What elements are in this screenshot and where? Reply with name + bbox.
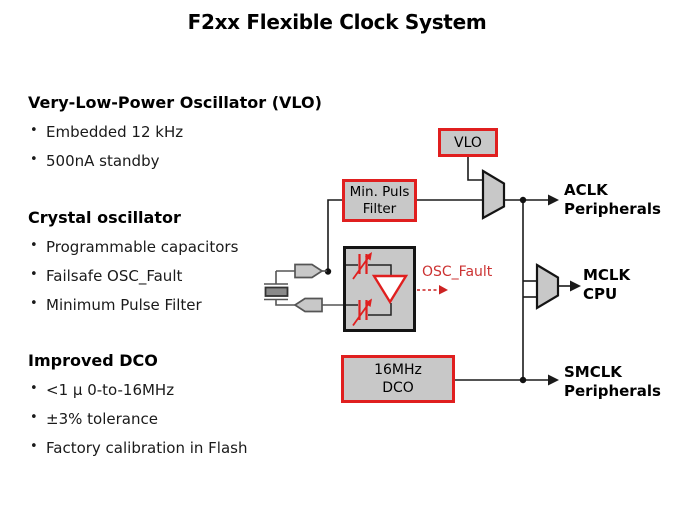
junction-dot-aclk <box>519 196 527 204</box>
section-crystal-heading: Crystal oscillator <box>28 208 181 227</box>
smclk-label-line1: SMCLK <box>564 363 622 381</box>
vlo-box-label: VLO <box>454 134 482 151</box>
bullet-item: <1 µ 0-to-16MHz <box>28 381 247 410</box>
dco-box: 16MHz DCO <box>341 355 455 403</box>
section-dco-heading: Improved DCO <box>28 351 158 370</box>
aclk-label-line1: ACLK <box>564 181 608 199</box>
smclk-label-line2: Peripherals <box>564 382 661 400</box>
section-dco: Improved DCO <1 µ 0-to-16MHz ±3% toleran… <box>28 351 247 468</box>
mclk-label-line2: CPU <box>583 285 618 303</box>
min-pulse-filter-line2: Filter <box>362 200 397 217</box>
buffer-gate-out <box>293 297 323 313</box>
buffer-gate-in <box>294 263 324 279</box>
crystal-body <box>264 286 289 297</box>
mclk-mux <box>535 263 560 310</box>
mclk-label-line1: MCLK <box>583 266 631 284</box>
smclk-arrowhead <box>548 374 559 386</box>
osc-fault-label: OSC_Fault <box>422 264 493 280</box>
crystal-oscillator-box <box>343 246 416 332</box>
dco-box-line2: DCO <box>382 380 414 396</box>
bullet-item: Minimum Pulse Filter <box>28 296 238 325</box>
wire-crystal-left-bottom <box>275 299 295 306</box>
osc-fault-arrowhead <box>439 285 448 295</box>
section-vlo: Very-Low-Power Oscillator (VLO) Embedded… <box>28 93 322 181</box>
section-dco-bullets: <1 µ 0-to-16MHz ±3% tolerance Factory ca… <box>28 381 247 468</box>
min-pulse-filter-line1: Min. Puls <box>349 183 410 200</box>
bullet-item: Factory calibration in Flash <box>28 439 247 468</box>
vlo-box: VLO <box>438 128 498 157</box>
section-vlo-heading: Very-Low-Power Oscillator (VLO) <box>28 93 322 112</box>
bullet-item: Programmable capacitors <box>28 238 238 267</box>
junction-dot-smclk <box>519 376 527 384</box>
section-vlo-bullets: Embedded 12 kHz 500nA standby <box>28 123 322 181</box>
aclk-arrowhead <box>548 194 559 206</box>
wire-xt-to-filter <box>327 199 342 272</box>
min-pulse-filter-box: Min. Puls Filter <box>342 179 417 222</box>
bullet-item: ±3% tolerance <box>28 410 247 439</box>
mclk-arrowhead <box>570 280 581 292</box>
section-crystal: Crystal oscillator Programmable capacito… <box>28 208 238 325</box>
bullet-item: Failsafe OSC_Fault <box>28 267 238 296</box>
dco-box-line1: 16MHz <box>374 362 422 378</box>
aclk-mux <box>481 169 506 220</box>
junction-dot-xt1 <box>324 268 332 275</box>
bullet-item: Embedded 12 kHz <box>28 123 322 152</box>
wire-vlo-to-mux1 <box>467 157 483 181</box>
aclk-label-line2: Peripherals <box>564 200 661 218</box>
page-title: F2xx Flexible Clock System <box>187 10 487 34</box>
aclk-label: ACLK Peripherals <box>564 181 661 219</box>
bullet-item: 500nA standby <box>28 152 322 181</box>
section-crystal-bullets: Programmable capacitors Failsafe OSC_Fau… <box>28 238 238 325</box>
mclk-label: MCLK CPU <box>583 266 630 304</box>
smclk-label: SMCLK Peripherals <box>564 363 661 401</box>
